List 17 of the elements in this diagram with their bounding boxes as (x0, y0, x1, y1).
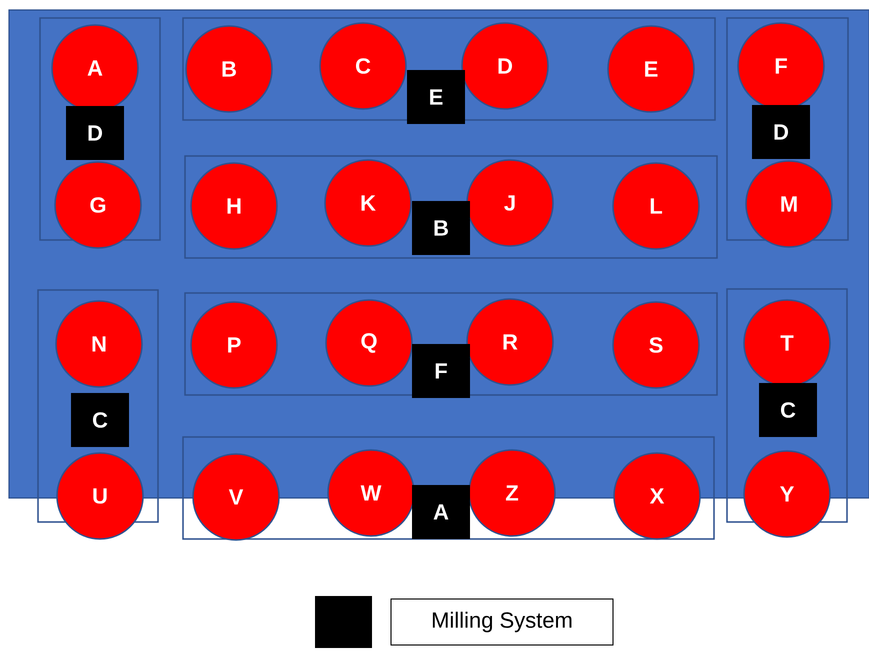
legend-label: Milling System (390, 598, 614, 646)
group-frame (184, 292, 718, 396)
milling-square: A (412, 485, 470, 539)
milling-square: F (412, 344, 470, 398)
group-frame (39, 17, 161, 241)
milling-square: C (759, 383, 817, 437)
milling-square: D (752, 105, 810, 159)
group-frame (182, 17, 716, 121)
milling-square: C (71, 393, 129, 447)
group-frame (182, 436, 715, 540)
milling-square: E (407, 70, 465, 124)
group-frame (726, 288, 848, 523)
group-frame (184, 155, 718, 259)
milling-square: B (412, 201, 470, 255)
milling-square: D (66, 106, 124, 160)
group-frame (726, 17, 849, 241)
group-frame (37, 289, 159, 523)
